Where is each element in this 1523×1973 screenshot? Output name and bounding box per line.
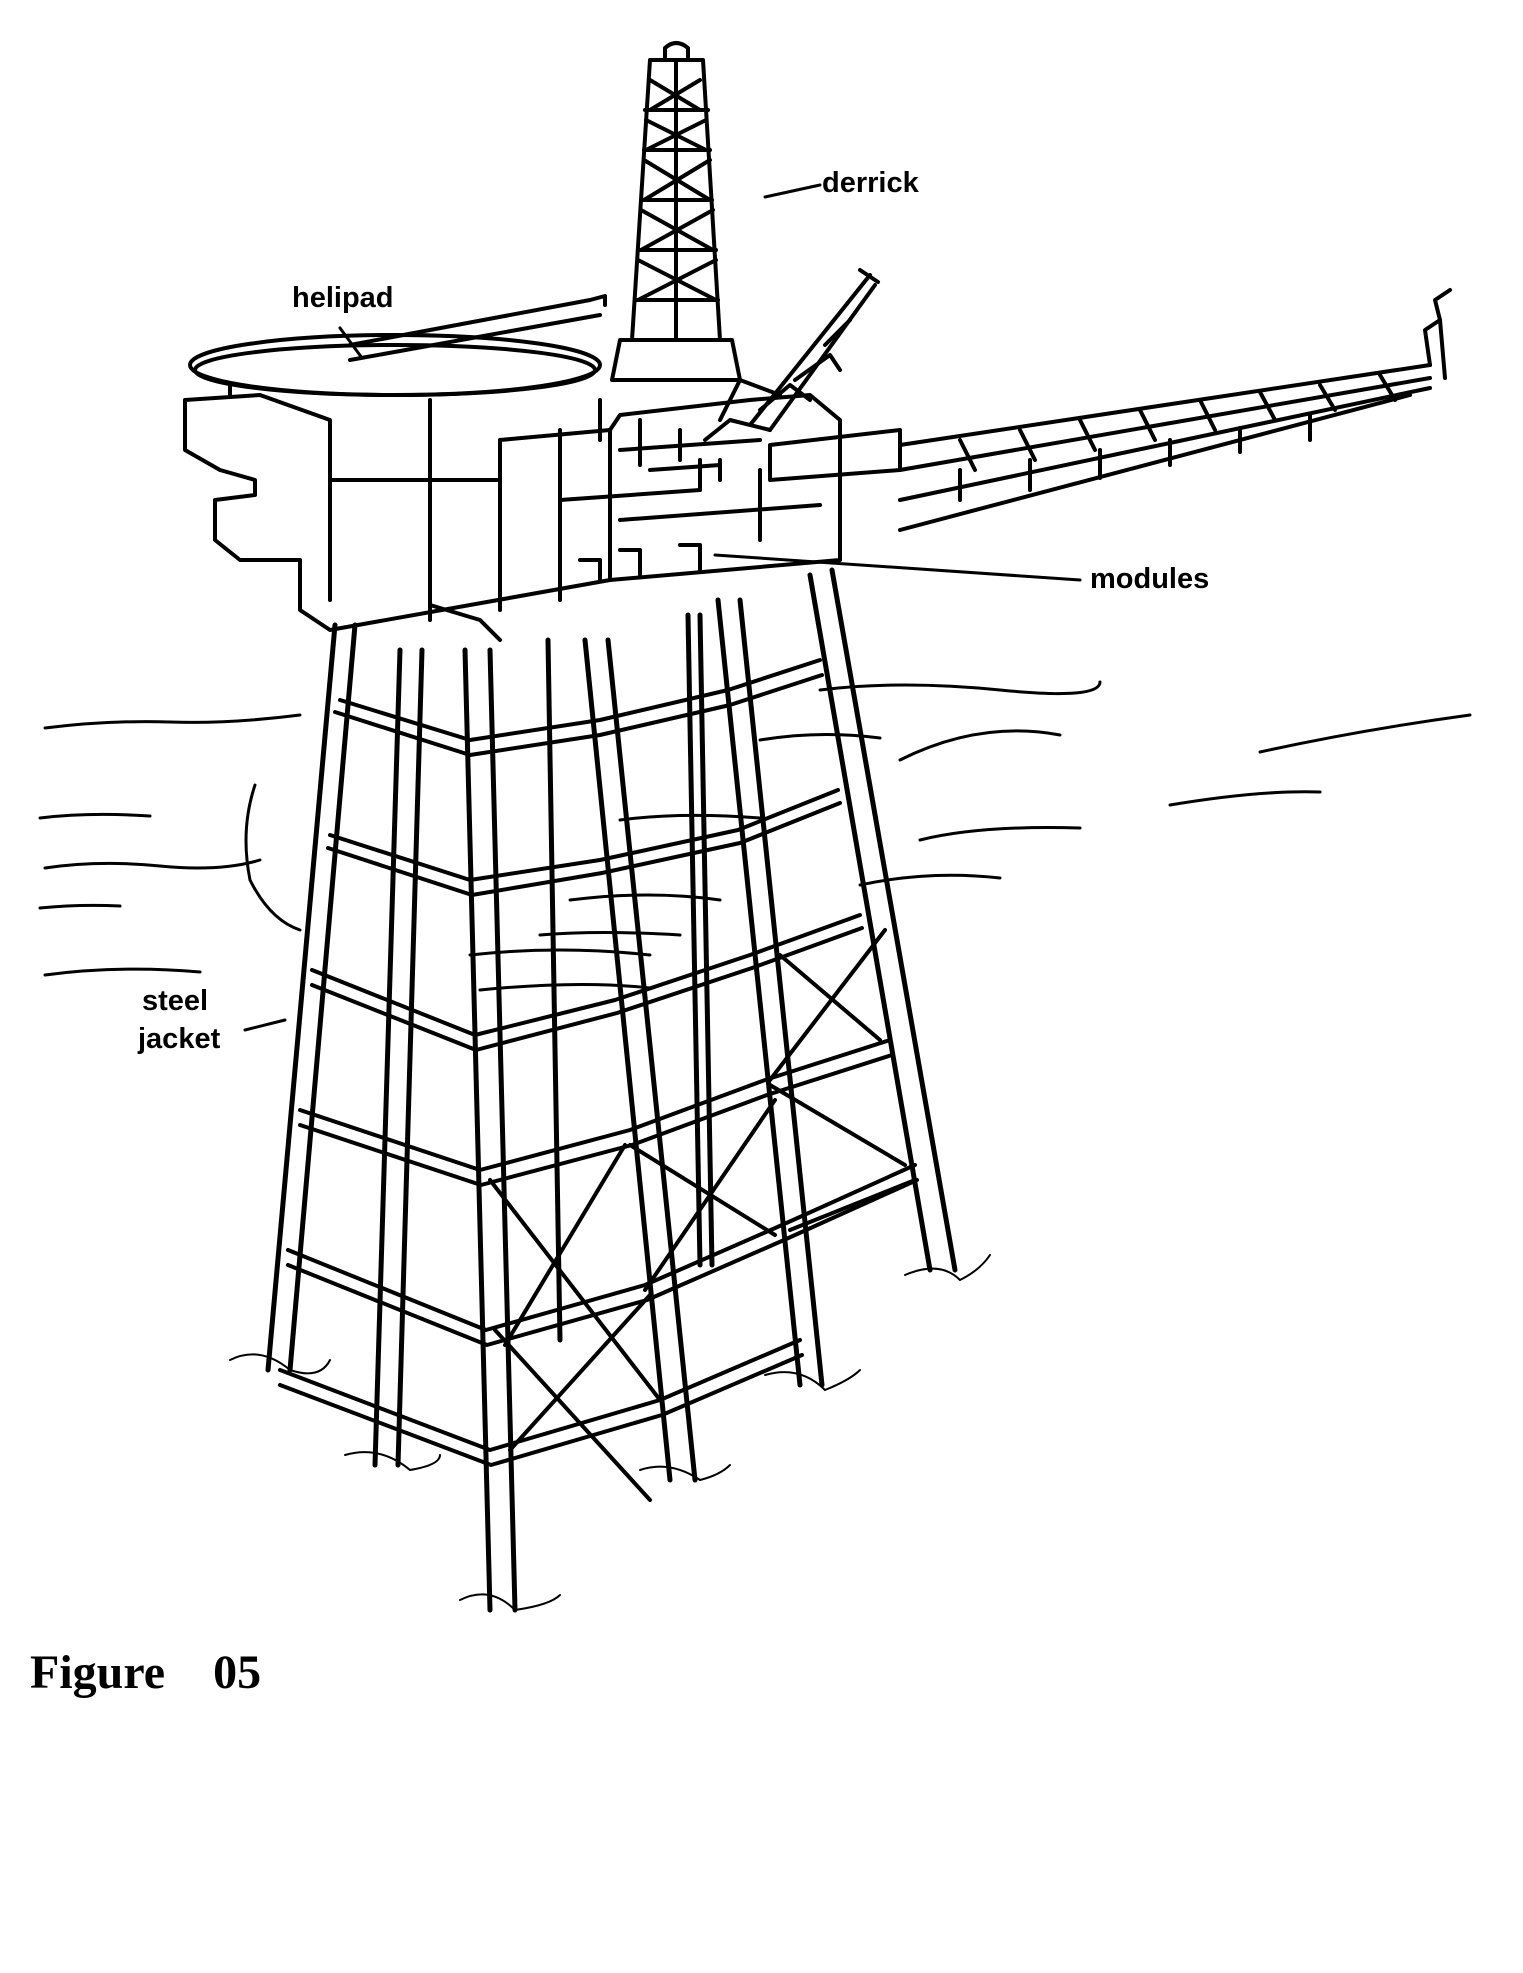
topsides — [183, 393, 902, 642]
jacket-bracing — [278, 658, 919, 1502]
figure-caption: Figure 05 — [30, 1646, 262, 1699]
label-modules: modules — [1090, 563, 1209, 595]
label-derrick: derrick — [822, 167, 920, 199]
label-jacket: jacket — [137, 1023, 221, 1055]
crane — [703, 268, 880, 442]
label-helipad: helipad — [292, 282, 394, 314]
seabed-marks — [229, 1254, 991, 1611]
steel-jacket — [265, 567, 958, 1613]
helipad — [188, 294, 607, 397]
derrick — [610, 41, 742, 382]
leader-lines — [243, 183, 1082, 1032]
label-steel: steel — [142, 985, 208, 1017]
flare-boom — [898, 288, 1452, 532]
